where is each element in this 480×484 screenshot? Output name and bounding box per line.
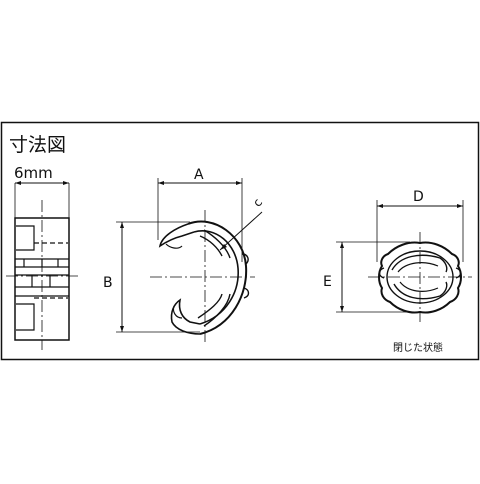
closed-upper-tongue-inner [397, 262, 439, 273]
dim-e-arrow-top [340, 242, 344, 248]
clamp-lower-arm [170, 298, 201, 335]
closed-lower-tongue [393, 281, 448, 300]
clamp-inner-arc [193, 230, 239, 325]
front-view-closed: D E 閉じた状態 [323, 189, 472, 354]
closed-inner-ring [386, 250, 454, 304]
clamp-lower-tongue-outer [203, 293, 231, 327]
dim-b-arrow-top [120, 222, 124, 228]
clamp-upper-hook [165, 243, 183, 249]
drawing-title: 寸法図 [9, 134, 66, 156]
dim-c-label: c [250, 196, 265, 209]
clamp-upper-arm [158, 223, 195, 248]
dim-a-label: A [194, 167, 204, 183]
dim-d-arrow-left [377, 204, 383, 208]
clamp-upper-tongue [199, 235, 223, 257]
closed-state-label: 閉じた状態 [393, 341, 443, 354]
clamp-bump-upper [241, 253, 249, 265]
width-arrow-right [63, 181, 69, 185]
dim-c-leader [219, 211, 263, 251]
closed-upper-tongue [391, 254, 448, 273]
clamp-lower-tongue [197, 293, 223, 319]
closed-bump-left [378, 267, 385, 279]
width-arrow-left [15, 181, 21, 185]
clamp-lower-hook [172, 305, 183, 319]
dim-b-label: B [103, 275, 113, 291]
closed-lower-tongue-inner [399, 281, 439, 292]
front-view-open: A B c [103, 167, 265, 345]
clamp-upper-tongue-outer [203, 229, 231, 259]
dim-d-label: D [413, 189, 424, 205]
dim-e-label: E [323, 274, 332, 290]
dim-a-arrow-right [236, 181, 242, 185]
clamp-outer-arc [187, 220, 248, 335]
dim-b-arrow-bottom [120, 326, 124, 332]
side-view-upper-pocket [16, 225, 35, 251]
dim-a-arrow-left [158, 181, 164, 185]
drawing-frame [0, 121, 480, 361]
side-view-lower-pocket [16, 303, 35, 331]
closed-outer-ring [378, 241, 462, 314]
dim-d-arrow-right [457, 204, 463, 208]
side-view: 6mm [6, 164, 78, 350]
closed-bump-right [455, 267, 462, 279]
clamp-bump-lower [243, 287, 250, 299]
width-label: 6mm [14, 164, 53, 182]
dim-e-arrow-bottom [340, 306, 344, 312]
